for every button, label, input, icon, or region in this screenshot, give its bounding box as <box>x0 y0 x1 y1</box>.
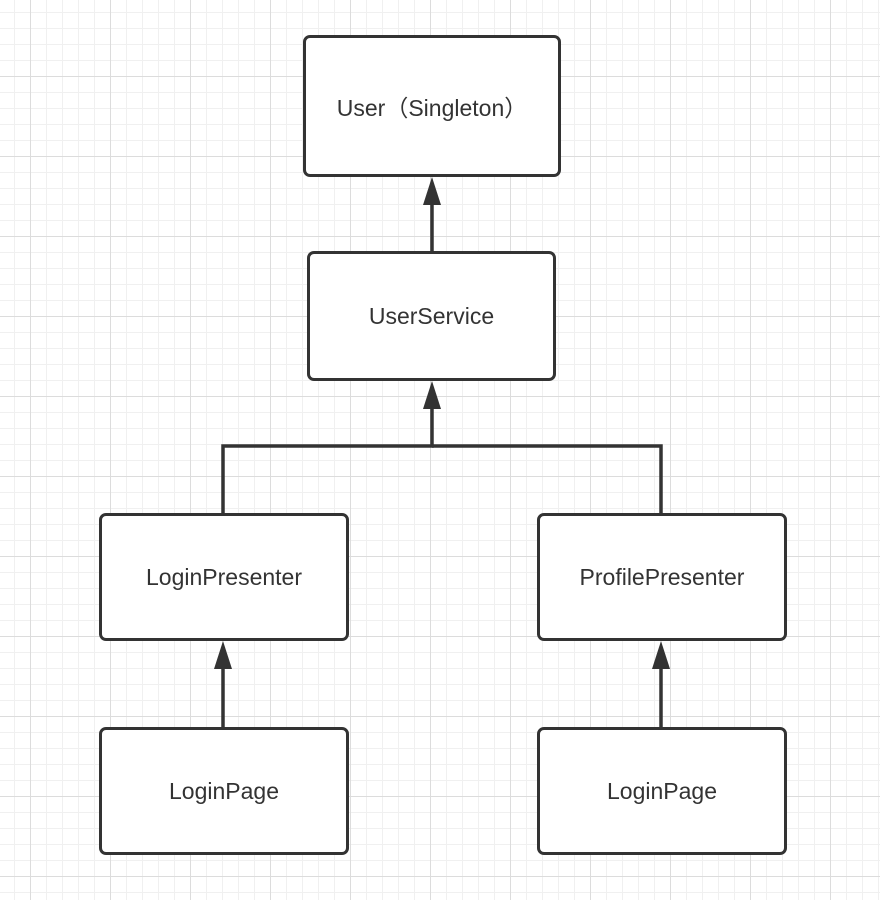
node-user-singleton[interactable]: User（Singleton） <box>303 35 561 177</box>
node-loginpage-left[interactable]: LoginPage <box>99 727 349 855</box>
arrowhead-loginpresenter <box>214 641 232 669</box>
node-profilepresenter[interactable]: ProfilePresenter <box>537 513 787 641</box>
node-loginpresenter-label: LoginPresenter <box>146 563 302 590</box>
node-loginpage-left-label: LoginPage <box>169 777 279 804</box>
node-user-label: User（Singleton） <box>336 95 528 121</box>
edge-loginpresenter-to-userservice <box>221 404 434 513</box>
arrowhead-user <box>423 177 441 205</box>
arrowhead-userservice <box>423 381 441 409</box>
node-loginpresenter[interactable]: LoginPresenter <box>99 513 349 641</box>
node-loginpage-right[interactable]: LoginPage <box>537 727 787 855</box>
node-userservice[interactable]: UserService <box>307 251 556 381</box>
node-profilepresenter-label: ProfilePresenter <box>579 563 745 590</box>
node-userservice-label: UserService <box>368 302 495 329</box>
edge-profilepresenter-to-userservice <box>432 444 663 513</box>
arrowhead-profilepresenter <box>652 641 670 669</box>
node-loginpage-right-label: LoginPage <box>607 777 717 804</box>
